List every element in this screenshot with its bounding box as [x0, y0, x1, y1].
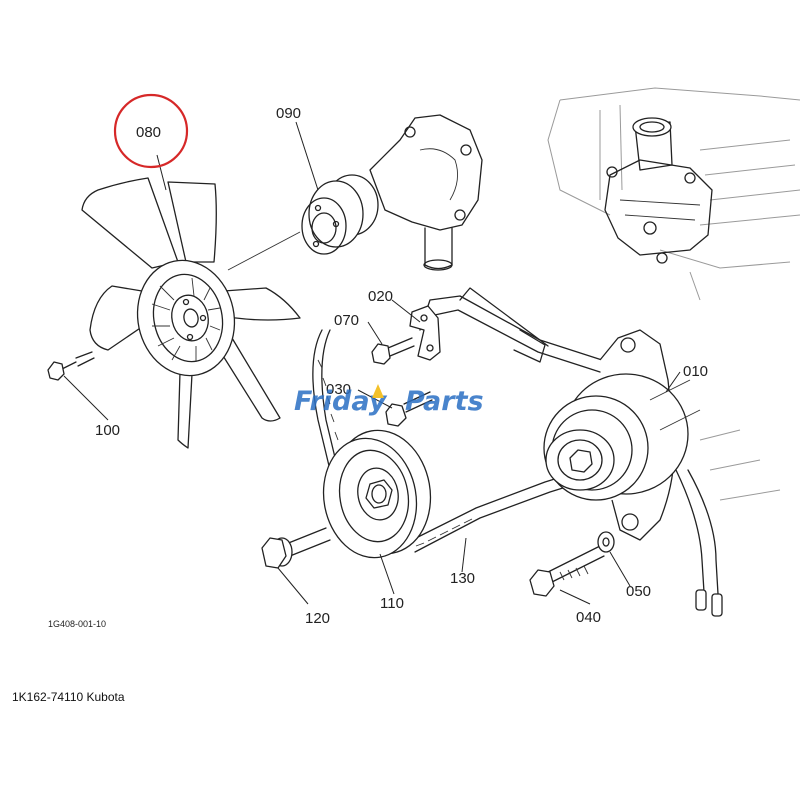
engine-block-drawing [547, 87, 800, 301]
callout-070: 070 [334, 312, 359, 329]
callout-040: 040 [576, 609, 601, 626]
shaft-centerline [227, 231, 301, 271]
svg-text:Friday: Friday [294, 386, 388, 417]
callout-090: 090 [276, 105, 301, 122]
washer-050 [597, 531, 615, 553]
crankshaft-pulley [322, 429, 432, 559]
bracket-bolt-070 [371, 337, 415, 365]
callout-080: 080 [136, 124, 161, 141]
friday-parts-watermark-logo: Friday Parts [294, 384, 484, 417]
water-pump-drawing [369, 114, 483, 271]
alternator-drawing [543, 329, 781, 617]
alternator-bolt-040 [529, 545, 605, 597]
highlight-circle-080 [113, 93, 189, 169]
callout-120: 120 [305, 610, 330, 627]
drawing-code: 1G408-001-10 [48, 619, 106, 629]
adjusting-bolt-030 [385, 391, 433, 427]
svg-text:Parts: Parts [405, 386, 484, 417]
adjusting-bracket-020 [409, 305, 441, 361]
callout-110: 110 [380, 595, 404, 612]
water-pump-pulley [301, 174, 379, 255]
callout-050: 050 [626, 583, 651, 600]
callout-130: 130 [450, 570, 475, 587]
pulley-bolt-120 [261, 527, 331, 569]
callout-020: 020 [368, 288, 393, 305]
leader-lines [63, 121, 681, 605]
callout-100: 100 [95, 422, 120, 439]
cooling-fan-drawing [81, 177, 301, 449]
callout-030: 030 [326, 381, 351, 398]
part-number-caption: 1K162-74110 Kubota [12, 690, 125, 704]
callout-010: 010 [683, 363, 708, 380]
fan-bolt-100 [47, 351, 95, 381]
